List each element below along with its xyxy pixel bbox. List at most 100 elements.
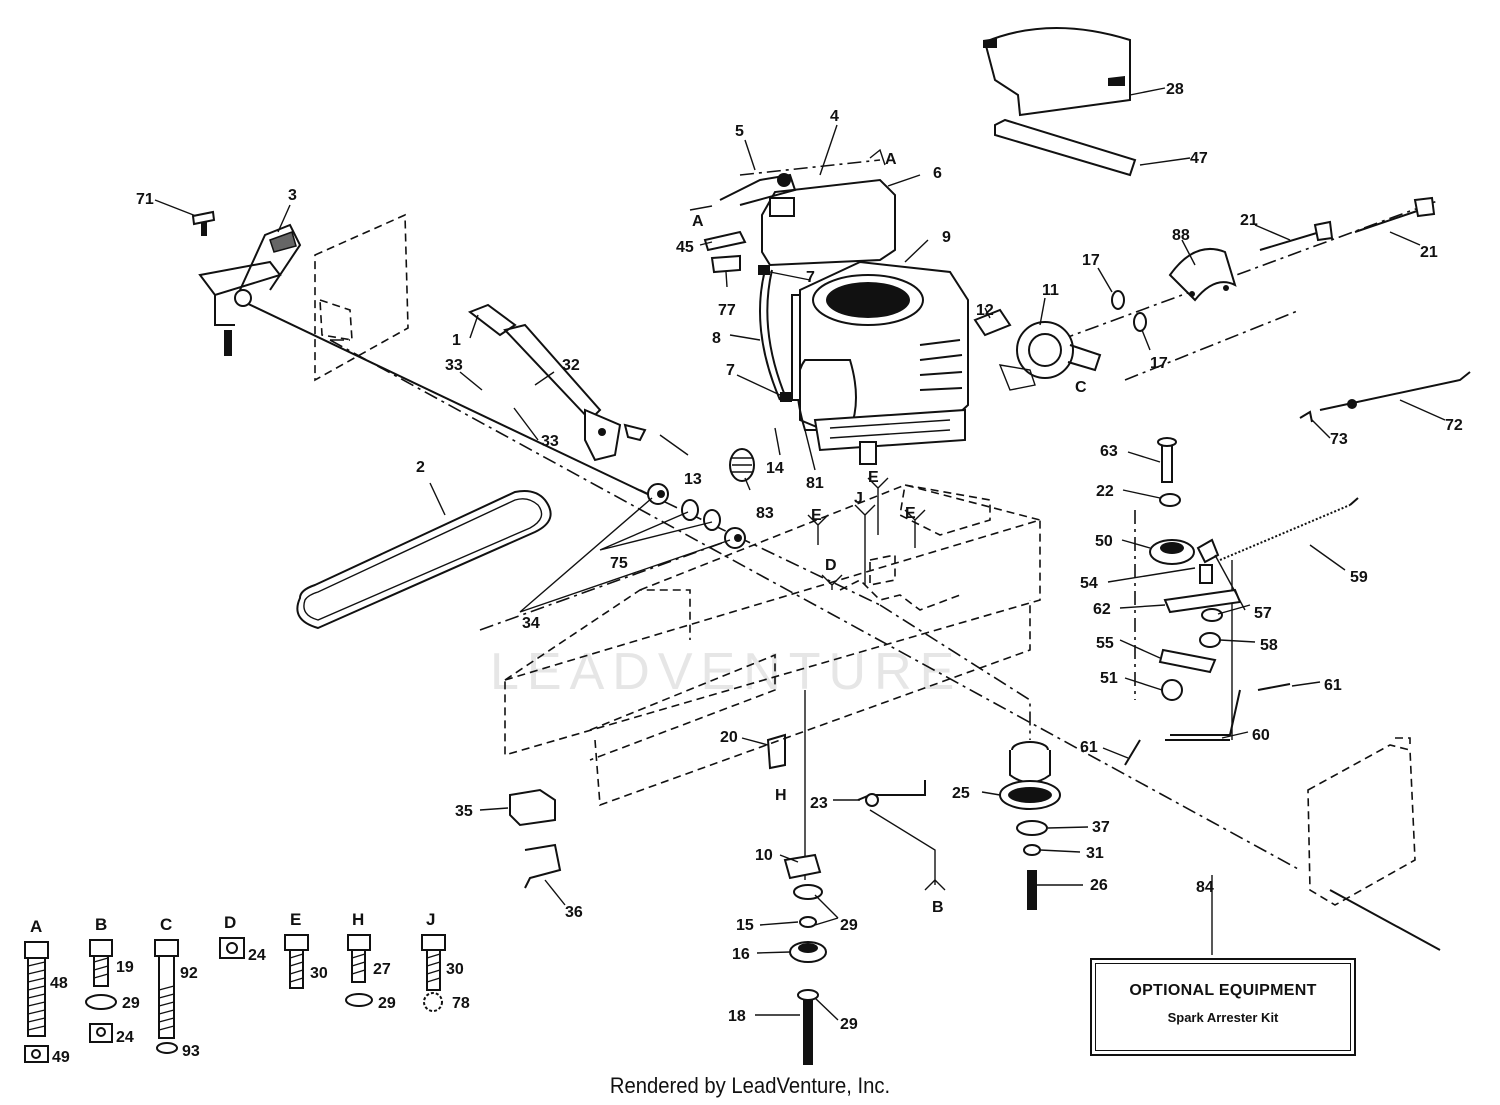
engine: [796, 260, 969, 465]
drive-belt: [296, 490, 552, 630]
callout-4: 4: [830, 108, 839, 125]
key-j-part-1: 30: [446, 961, 464, 978]
key-letter-d: D: [224, 913, 236, 932]
callout-11: 11: [1042, 282, 1059, 299]
idler-assembly: [1149, 437, 1242, 741]
key-a-part-1: 48: [50, 975, 68, 992]
callout-17b: 17: [1150, 355, 1168, 372]
callout-23: 23: [810, 795, 828, 812]
callout-33b: 33: [541, 433, 559, 450]
callout-9: 9: [942, 229, 951, 246]
callout-59: 59: [1350, 569, 1368, 586]
callout-60: 60: [1252, 727, 1270, 744]
cotter-pins-61: [1124, 683, 1291, 766]
callout-e-label-3: E: [905, 505, 916, 522]
optional-equipment-box: OPTIONAL EQUIPMENT Spark Arrester Kit: [1090, 958, 1356, 1056]
key-d-part-1: 24: [248, 947, 266, 964]
callout-h-label: H: [775, 787, 787, 804]
tank-bracket: [703, 173, 797, 274]
callout-61a: 61: [1324, 677, 1342, 694]
callout-5: 5: [735, 123, 744, 140]
callout-d-label: D: [825, 557, 837, 574]
throttle-rod: [1299, 371, 1471, 423]
callout-77: 77: [718, 302, 736, 319]
callout-81: 81: [806, 475, 824, 492]
long-bolts-21: [1259, 196, 1436, 251]
callout-72: 72: [1445, 417, 1463, 434]
callout-e-label-2: E: [811, 507, 822, 524]
key-letter-b: B: [95, 915, 107, 934]
key-letter-h: H: [352, 910, 364, 929]
key-b-part-2: 29: [122, 995, 140, 1012]
callout-21b: 21: [1420, 244, 1438, 261]
callout-29b: 29: [840, 1016, 858, 1033]
brake-pedal-assembly: [191, 210, 302, 356]
callout-14: 14: [766, 460, 784, 477]
callout-b-label: B: [932, 899, 944, 916]
callout-45: 45: [676, 239, 694, 256]
callout-a-label-2: A: [692, 213, 704, 230]
callout-16: 16: [732, 946, 750, 963]
callout-26: 26: [1090, 877, 1108, 894]
hardware-key-sketches: [24, 934, 446, 1063]
callout-57: 57: [1254, 605, 1272, 622]
callout-51: 51: [1100, 670, 1118, 687]
callout-20: 20: [720, 729, 738, 746]
key-letter-e: E: [290, 910, 301, 929]
callout-50: 50: [1095, 533, 1113, 550]
optional-equipment-subtitle: Spark Arrester Kit: [1167, 1010, 1279, 1025]
callout-31: 31: [1086, 845, 1104, 862]
mount-plate: [314, 213, 409, 382]
callout-35: 35: [455, 803, 473, 820]
tension-spring: [1219, 497, 1359, 561]
callout-10: 10: [755, 847, 773, 864]
callout-84: 84: [1196, 879, 1214, 896]
callout-22: 22: [1096, 483, 1114, 500]
key-letter-c: C: [160, 915, 172, 934]
leader-lines: [154, 87, 1446, 1021]
callout-58: 58: [1260, 637, 1278, 654]
callout-j-label: J: [854, 490, 863, 507]
callout-labels: 71 3 1 2 32 33 33 13 83 75 34 5 4 6 45 7…: [136, 81, 1463, 1033]
callout-83: 83: [756, 505, 774, 522]
small-brackets: [509, 733, 936, 889]
clutch-lever: [467, 303, 622, 462]
optional-equipment-title: OPTIONAL EQUIPMENT: [1129, 982, 1317, 999]
callout-34: 34: [522, 615, 540, 632]
fuel-tank: [758, 178, 896, 402]
callout-6: 6: [933, 165, 942, 182]
frame-outline: [504, 484, 1041, 807]
callout-3: 3: [288, 187, 297, 204]
callout-33a: 33: [445, 357, 463, 374]
callout-63: 63: [1100, 443, 1118, 460]
key-j-part-2: 78: [452, 995, 470, 1012]
callout-47: 47: [1190, 150, 1208, 167]
callout-7a: 7: [806, 269, 815, 286]
callout-25: 25: [952, 785, 970, 802]
callout-21a: 21: [1240, 212, 1258, 229]
long-rod: [239, 299, 1441, 951]
callout-36: 36: [565, 904, 583, 921]
key-h-part-1: 27: [373, 961, 391, 978]
idler-stack: [783, 690, 827, 1065]
key-b-part-1: 19: [116, 959, 134, 976]
engine-pulley: [999, 741, 1061, 910]
callout-12: 12: [976, 302, 994, 319]
key-a-part-2: 49: [52, 1049, 70, 1066]
callout-73: 73: [1330, 431, 1348, 448]
callout-13: 13: [684, 471, 702, 488]
callout-1: 1: [452, 332, 461, 349]
callout-61b: 61: [1080, 739, 1098, 756]
washers-17: [1111, 290, 1147, 332]
heat-shield: [1168, 247, 1237, 302]
callout-2: 2: [416, 459, 425, 476]
spark-arrester-plate: [1211, 737, 1416, 955]
callout-54: 54: [1080, 575, 1098, 592]
key-letter-a: A: [30, 917, 42, 936]
callout-8: 8: [712, 330, 721, 347]
key-b-part-3: 24: [116, 1029, 134, 1046]
key-e-part-1: 30: [310, 965, 328, 982]
key-letter-j: J: [426, 910, 435, 929]
callout-e-label-1: E: [868, 469, 879, 486]
